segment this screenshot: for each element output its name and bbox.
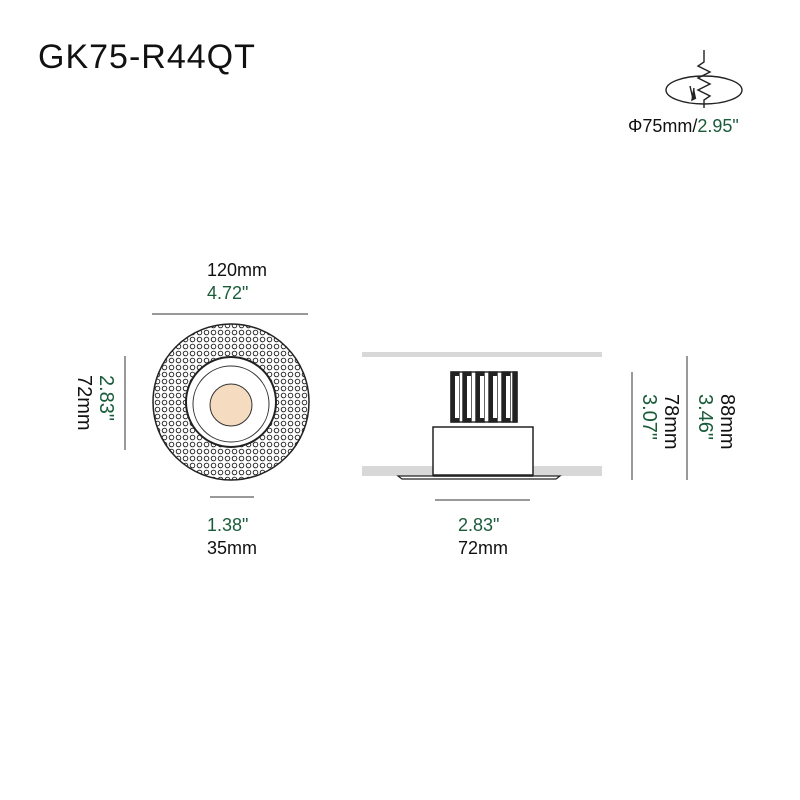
body-height-inch-label: 3.07" <box>638 394 660 441</box>
width-mm-label: 120mm <box>207 260 268 280</box>
body-width-mm-label: 72mm <box>458 538 509 558</box>
heatsink <box>450 371 518 423</box>
product-title: GK75-R44QT <box>38 38 256 76</box>
front-view <box>124 313 310 498</box>
width-inch-label: 4.72" <box>207 283 249 303</box>
cutout-inch: 2.95" <box>697 116 739 136</box>
aperture-inch-label: 1.38" <box>207 515 249 535</box>
total-height-mm-label: 88mm <box>716 394 738 450</box>
total-height-inch-label: 3.46" <box>694 394 716 441</box>
height-mm-label: 72mm <box>73 375 95 431</box>
housing-body <box>432 426 534 476</box>
cutout-mm: Φ75mm/ <box>628 116 698 136</box>
cutout-diagram-icon <box>665 50 743 108</box>
cutout-size: Φ75mm/2.95" <box>628 116 739 137</box>
ceiling-top-band <box>362 352 602 357</box>
body-height-mm-label: 78mm <box>660 394 682 450</box>
aperture-mm-label: 35mm <box>207 538 258 558</box>
side-view <box>362 352 688 501</box>
body-width-inch-label: 2.83" <box>458 515 500 535</box>
lens <box>209 383 253 427</box>
height-inch-label: 2.83" <box>95 375 117 422</box>
